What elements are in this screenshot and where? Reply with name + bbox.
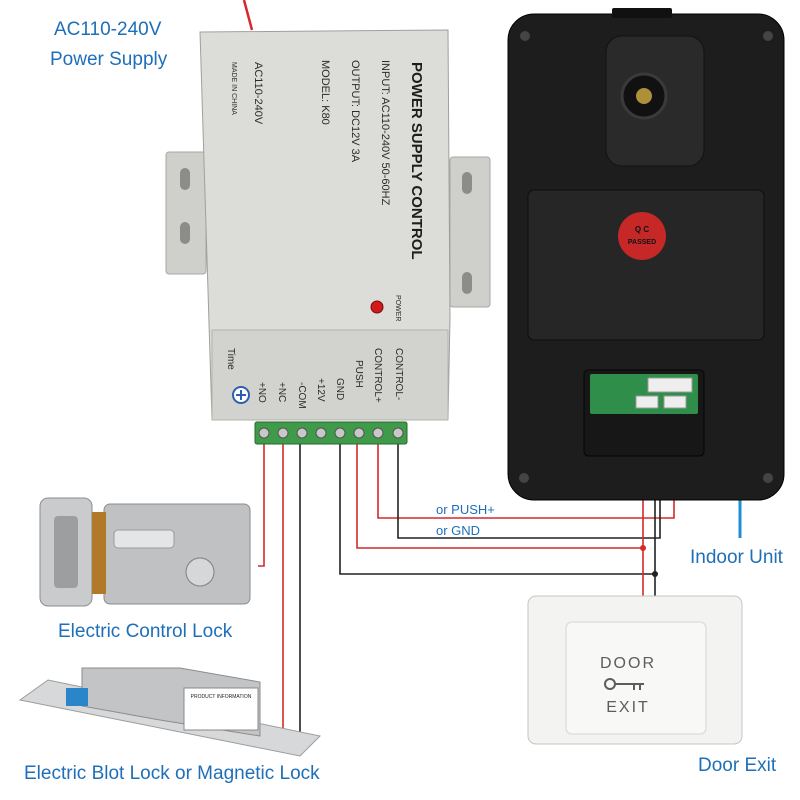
camera-lens-core <box>636 88 652 104</box>
indoor-unit-label: Indoor Unit <box>690 547 783 568</box>
junction-dot <box>652 571 658 577</box>
terminal-label-control-plus: CONTROL+ <box>372 348 383 403</box>
board-connector <box>647 377 693 393</box>
or-gnd-note: or GND <box>436 523 481 538</box>
terminal-label-gnd: GND <box>334 378 345 400</box>
lock-faceplate <box>92 512 106 594</box>
exit-button-line1: DOOR <box>600 655 656 672</box>
ac-input-wire <box>242 0 254 31</box>
terminal-screw <box>372 427 384 439</box>
terminal-strip <box>254 421 408 445</box>
box-time-label: Time <box>225 348 236 370</box>
wire-no <box>258 438 265 567</box>
door-exit-label: Door Exit <box>698 755 777 776</box>
qc-sticker <box>618 212 666 260</box>
terminal-label-nc: +NC <box>276 382 287 402</box>
electric-bolt-lock-label: Electric Blot Lock or Magnetic Lock <box>24 763 320 784</box>
board-connector <box>635 395 659 409</box>
flange-slot <box>462 172 472 194</box>
power-supply-label-line1: AC110-240V <box>54 19 162 40</box>
housing-screw <box>763 473 773 483</box>
terminal-label-control-minus: CONTROL- <box>393 348 404 400</box>
wire-gnd <box>339 438 656 600</box>
product-info-title: PRODUCT INFORMATION <box>191 694 252 700</box>
terminal-label-com: -COM <box>296 382 307 409</box>
lock-cylinder <box>185 557 215 587</box>
terminal-screw <box>277 427 289 439</box>
box-input-spec: INPUT: AC110-240V 50-60HZ <box>379 60 391 206</box>
box-lower-face <box>211 329 449 421</box>
board-connector <box>663 395 687 409</box>
door-exit-button: DOOR EXIT <box>527 595 743 745</box>
power-supply-box: POWER SUPPLY CONTROL INPUT: AC110-240V 5… <box>165 29 491 445</box>
electric-control-lock <box>39 497 251 607</box>
wire-push <box>356 438 644 600</box>
terminal-label-push: PUSH <box>353 360 364 388</box>
flange-slot <box>462 272 472 294</box>
bolt-connector <box>66 688 88 706</box>
qc-sticker-line2: PASSED <box>628 239 656 246</box>
time-knob-mark <box>236 390 246 400</box>
box-made-in: MADE IN CHINA <box>230 62 237 115</box>
lock-body <box>103 503 251 605</box>
qc-sticker-line1: Q C <box>635 225 649 234</box>
electric-control-lock-label: Electric Control Lock <box>58 621 233 642</box>
terminal-label-12v: +12V <box>315 378 326 402</box>
exit-button-line2: EXIT <box>606 699 650 716</box>
box-power-led-label: POWER <box>394 295 401 321</box>
terminal-screw <box>334 427 346 439</box>
box-ac: AC110-240V <box>252 62 264 125</box>
wire-junctions <box>640 545 658 577</box>
terminal-screw <box>353 427 365 439</box>
flange-slot <box>180 222 190 244</box>
terminal-screw <box>258 427 270 439</box>
power-led <box>370 300 384 314</box>
box-body <box>199 29 451 421</box>
box-title: POWER SUPPLY CONTROL <box>408 62 425 260</box>
camera-top-clip <box>612 8 672 18</box>
housing-screw <box>519 473 529 483</box>
strike-opening <box>54 516 78 588</box>
terminal-screws <box>258 427 404 439</box>
key-icon <box>604 678 644 690</box>
product-info-label <box>183 687 259 731</box>
housing-screw <box>520 31 530 41</box>
right-mount-flange <box>449 156 491 308</box>
terminal-label-no: +NO <box>256 382 267 403</box>
box-output-spec: OUTPUT: DC12V 3A <box>349 60 361 163</box>
junction-dot <box>640 545 646 551</box>
lock-nameplate <box>113 529 175 549</box>
exit-button-face <box>565 621 707 735</box>
power-supply-label-line2: Power Supply <box>50 49 168 70</box>
terminal-screw <box>296 427 308 439</box>
housing-screw <box>763 31 773 41</box>
rear-cover <box>527 189 765 341</box>
or-push-note: or PUSH+ <box>436 502 495 517</box>
flange-slot <box>180 168 190 190</box>
terminal-screw <box>392 427 404 439</box>
terminal-screw <box>315 427 327 439</box>
door-camera-panel: Q C PASSED <box>507 8 785 501</box>
box-model: MODEL: K80 <box>319 60 331 125</box>
electric-bolt-lock: PRODUCT INFORMATION <box>18 667 322 757</box>
